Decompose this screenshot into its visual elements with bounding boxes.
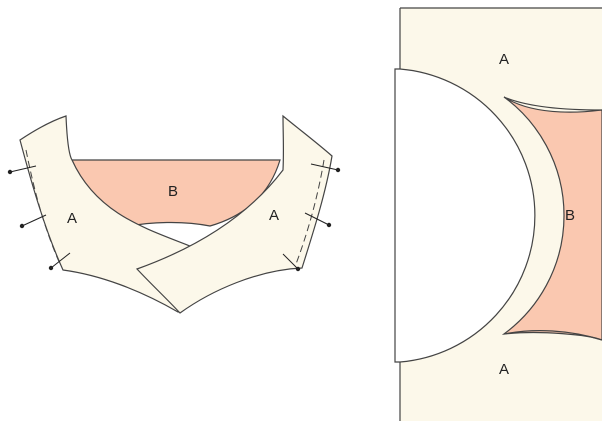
curved-cutout (394, 68, 536, 363)
pin-right-3 (282, 253, 301, 272)
label-b-left: B (168, 183, 178, 200)
pin-right-2 (304, 212, 332, 228)
divider-top (503, 96, 602, 111)
divider-bottom (503, 330, 602, 341)
seam-line-right (295, 159, 325, 265)
label-b-right: B (565, 207, 575, 224)
seam-line-left (25, 149, 61, 265)
label-a-top: A (499, 51, 509, 68)
piece-b-right (501, 96, 602, 341)
pin-left-1 (7, 165, 37, 175)
label-a-right: A (269, 207, 279, 224)
pin-left-3 (48, 252, 71, 271)
label-a-left: A (67, 210, 77, 227)
pin-right-1 (310, 163, 341, 173)
collar-assembly-figure: B A A (7, 114, 341, 314)
pin-left-2 (19, 214, 47, 229)
pattern-layout-figure: A B A (394, 7, 602, 421)
label-a-bottom: A (499, 361, 509, 378)
collar-piece-a-right (135, 114, 333, 314)
